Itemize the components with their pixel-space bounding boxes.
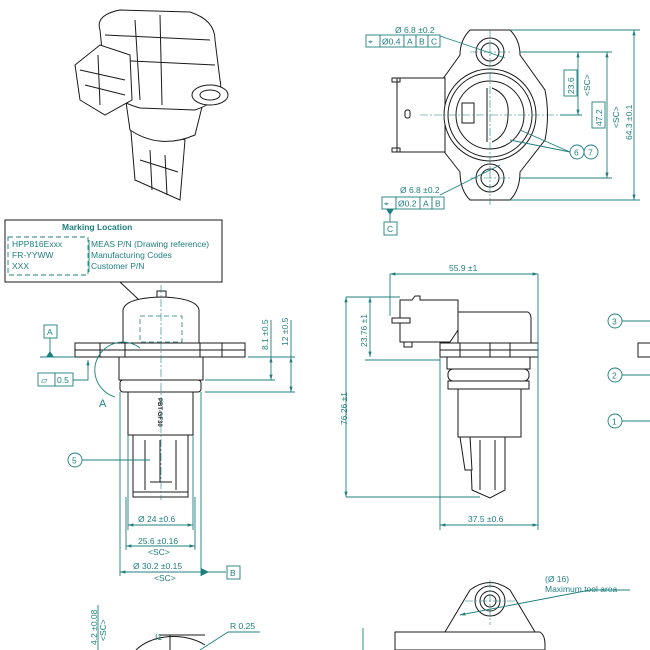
svg-text:23.76 ±1: 23.76 ±1 [359,314,369,347]
svg-text:R 0.25: R 0.25 [230,621,255,631]
svg-text:76.26 ±1: 76.26 ±1 [339,392,349,425]
front-view: PBT-GF30 A ▱ 0.5 A 8.1 ±0.5 12 ±0.5 5 [37,285,295,583]
svg-text:Ø 24 ±0.6: Ø 24 ±0.6 [138,514,176,524]
svg-text:55.9 ±1: 55.9 ±1 [449,263,478,273]
fcf-top: ⌖ Ø0.4 A B C [365,34,441,48]
marking-location-box: Marking Location HPP816Exxx FR-YYWW XXX … [4,219,223,316]
side-view: 55.9 ±1 23.76 ±1 76.26 ±1 37.5 ±0.6 [339,263,539,530]
svg-text:Manufacturing Codes: Manufacturing Codes [91,250,172,260]
balloon-1: 1 [612,417,617,427]
svg-text:B: B [419,37,425,47]
svg-text:8.1 ±0.5: 8.1 ±0.5 [260,319,270,350]
svg-text:<SC>: <SC> [98,619,108,641]
hole-top-dimension: Ø 6.8 ±0.2 [395,25,435,35]
body-marking: PBT-GF30 [156,398,162,427]
fcf-bottom: ⌖ Ø0.2 A B C [381,196,445,236]
svg-text:Ø 30.2 ±0.15: Ø 30.2 ±0.15 [133,561,182,571]
balloon-7: 7 [588,148,593,158]
svg-text:4.2 ±0.08: 4.2 ±0.08 [89,609,99,645]
balloon-2: 2 [612,371,617,381]
svg-text:Ø0.2: Ø0.2 [398,199,417,209]
svg-text:HPP816Exxx: HPP816Exxx [12,239,63,249]
balloon-3: 3 [612,317,617,327]
bottom-view: (Ø 16) Maximum tool area 4.2 ±0.08 <SC> … [89,574,630,650]
svg-text:XXX: XXX [12,261,29,271]
svg-text:A: A [407,37,413,47]
svg-text:25.6 ±0.16: 25.6 ±0.16 [138,536,178,546]
svg-text:C: C [431,37,437,47]
svg-text:<SC>: <SC> [611,106,621,128]
svg-text:Ø0.4: Ø0.4 [382,37,401,47]
datum-b: B [230,568,236,578]
svg-text:23.6: 23.6 [566,77,576,94]
svg-text:<SC>: <SC> [148,547,170,557]
flatness-icon: ▱ [41,375,48,385]
svg-text:(Ø 16): (Ø 16) [545,574,569,584]
svg-text:37.5 ±0.6: 37.5 ±0.6 [468,514,504,524]
svg-text:I1: I1 [155,632,162,642]
top-view: Ø 6.8 ±0.2 ⌖ Ø0.4 A B C Ø 6.8 ±0.2 ⌖ Ø0.… [365,25,640,236]
svg-text:MEAS P/N (Drawing reference): MEAS P/N (Drawing reference) [91,239,209,249]
datum-c: C [387,224,393,234]
svg-text:47.2: 47.2 [594,109,604,126]
svg-text:64.3 ±0.1: 64.3 ±0.1 [624,104,634,140]
svg-text:<SC>: <SC> [154,573,176,583]
svg-text:12 ±0.5: 12 ±0.5 [280,317,290,346]
detail-a-label: A [99,398,107,410]
svg-text:<SC>: <SC> [582,74,592,96]
hole-bottom-dimension: Ø 6.8 ±0.2 [400,185,440,195]
position-icon: ⌖ [384,199,389,209]
isometric-view [74,9,229,201]
svg-text:0.5: 0.5 [57,375,69,385]
datum-a: A [47,327,53,337]
position-icon: ⌖ [368,37,373,47]
marking-title: Marking Location [62,222,132,232]
svg-text:Maximum tool area: Maximum tool area [545,584,618,594]
svg-text:B: B [435,199,441,209]
balloon-6: 6 [574,148,579,158]
balloon-5: 5 [72,456,77,466]
right-view: 3 2 1 [607,313,650,429]
svg-text:A: A [423,199,429,209]
svg-text:Customer P/N: Customer P/N [91,261,144,271]
svg-text:FR-YYWW: FR-YYWW [12,250,54,260]
